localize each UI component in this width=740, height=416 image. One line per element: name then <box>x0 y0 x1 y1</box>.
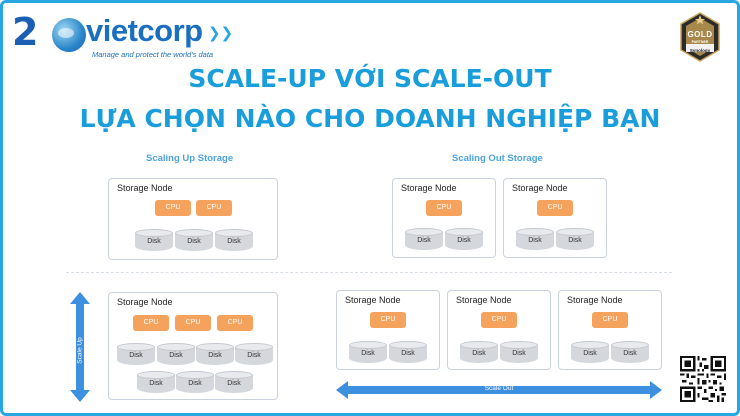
qr-code-icon[interactable] <box>680 356 726 402</box>
node-label: Storage Node <box>567 295 623 305</box>
scale-out-section-title: Scaling Out Storage <box>452 153 543 164</box>
disk-icon: Disk <box>215 371 253 395</box>
cpu-chip: CPU <box>217 315 253 331</box>
disk-icon: Disk <box>176 371 214 395</box>
disk-icon: Disk <box>460 341 498 365</box>
scale-out-node-before-2: Storage Node CPU Disk Disk <box>503 178 607 258</box>
node-label: Storage Node <box>512 183 568 193</box>
node-label: Storage Node <box>456 295 512 305</box>
logo-name: vietcorp <box>86 13 203 48</box>
badge-shield-icon <box>680 12 720 62</box>
cpu-chip: CPU <box>155 200 191 216</box>
scale-out-node-after-3: Storage Node CPU Disk Disk <box>558 290 662 370</box>
badge-tier: GOLD <box>687 30 713 39</box>
disk-icon: Disk <box>135 229 173 253</box>
disk-icon: Disk <box>196 343 234 367</box>
cpu-chip: CPU <box>370 312 406 328</box>
node-label: Storage Node <box>345 295 401 305</box>
page-title-line-1: SCALE-UP VỚI SCALE-OUT <box>188 64 552 93</box>
cpu-chip: CPU <box>592 312 628 328</box>
disk-icon: Disk <box>157 343 195 367</box>
scale-out-node-after-2: Storage Node CPU Disk Disk <box>447 290 551 370</box>
disk-icon: Disk <box>500 341 538 365</box>
logo-number: 2 <box>12 10 38 54</box>
badge-subtitle: PARTNER <box>691 40 709 44</box>
disk-icon: Disk <box>611 341 649 365</box>
badge-brand: Synology <box>689 48 711 53</box>
scale-out-node-before-1: Storage Node CPU Disk Disk <box>392 178 496 258</box>
scale-out-arrow-label: Scale Out <box>484 385 514 392</box>
disk-icon: Disk <box>389 341 427 365</box>
disk-icon: Disk <box>137 371 175 395</box>
disk-icon: Disk <box>117 343 155 367</box>
disk-icon: Disk <box>349 341 387 365</box>
node-label: Storage Node <box>117 297 173 307</box>
disk-icon: Disk <box>175 229 213 253</box>
disk-icon: Disk <box>516 228 554 252</box>
cpu-chip: CPU <box>481 312 517 328</box>
disk-icon: Disk <box>235 343 273 367</box>
scale-up-section-title: Scaling Up Storage <box>146 153 234 164</box>
disk-icon: Disk <box>405 228 443 252</box>
disk-icon: Disk <box>556 228 594 252</box>
page-title-line-2: LỰA CHỌN NÀO CHO DOANH NGHIỆP BẠN <box>79 104 661 133</box>
scale-up-arrow-icon <box>70 292 90 402</box>
gold-partner-badge: GOLD PARTNER Synology <box>678 10 722 64</box>
scale-out-node-after-1: Storage Node CPU Disk Disk <box>336 290 440 370</box>
logo-tagline: Manage and protect the world's data <box>92 50 214 59</box>
disk-icon: Disk <box>571 341 609 365</box>
cpu-chip: CPU <box>133 315 169 331</box>
cpu-chip: CPU <box>537 200 573 216</box>
node-label: Storage Node <box>117 183 173 193</box>
globe-icon <box>52 18 86 52</box>
cpu-chip: CPU <box>175 315 211 331</box>
vietcorp-logo[interactable]: 2 vietcorp ❯❯ Manage and protect the wor… <box>12 10 233 59</box>
scale-up-node-after: Storage Node CPU CPU CPU Disk Disk Disk … <box>108 292 278 400</box>
disk-icon: Disk <box>215 229 253 253</box>
scale-up-arrow-label: Scale Up <box>76 337 84 364</box>
disk-icon: Disk <box>445 228 483 252</box>
scale-out-arrow-icon <box>336 381 662 399</box>
cpu-chip: CPU <box>196 200 232 216</box>
section-divider <box>66 272 672 273</box>
cpu-chip: CPU <box>426 200 462 216</box>
node-label: Storage Node <box>401 183 457 193</box>
scale-up-node-before: Storage Node CPU CPU Disk Disk Disk <box>108 178 278 260</box>
chevron-right-icon: ❯❯ <box>208 24 234 42</box>
